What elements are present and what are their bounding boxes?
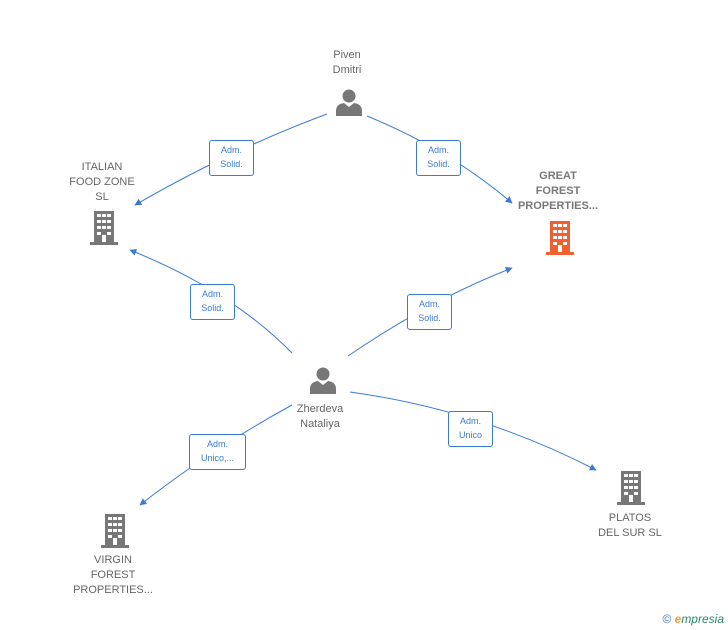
edge-label-zherdeva-virgin[interactable]: Adm. Unico,...	[189, 434, 246, 470]
edge-label-piven-great[interactable]: Adm. Solid.	[416, 140, 461, 176]
node-label-great-forest[interactable]: GREAT FOREST PROPERTIES...	[517, 170, 599, 212]
building-icon[interactable]	[615, 471, 647, 505]
building-icon[interactable]	[88, 211, 120, 245]
empresia-logo[interactable]: empresia	[674, 612, 724, 626]
building-icon-highlighted[interactable]	[544, 221, 576, 255]
person-icon[interactable]	[308, 366, 338, 396]
node-label-zherdeva[interactable]: Zherdeva Nataliya	[296, 403, 344, 430]
node-label-virgin-forest[interactable]: VIRGIN FOREST PROPERTIES...	[73, 554, 153, 596]
edge-label-piven-italian[interactable]: Adm. Solid.	[209, 140, 254, 176]
node-label-piven[interactable]: Piven Dmitri	[332, 49, 362, 76]
building-icon[interactable]	[99, 514, 131, 548]
node-label-italian[interactable]: ITALIAN FOOD ZONE SL	[69, 161, 135, 203]
edge-label-zherdeva-italian[interactable]: Adm. Solid.	[190, 284, 235, 320]
edge-label-zherdeva-great[interactable]: Adm. Solid.	[407, 294, 452, 330]
copyright-notice: © empresia	[662, 612, 724, 626]
person-icon[interactable]	[334, 88, 364, 118]
node-label-platos[interactable]: PLATOS DEL SUR SL	[598, 512, 662, 539]
copyright-icon: ©	[662, 612, 672, 626]
edge-label-zherdeva-platos[interactable]: Adm. Unico	[448, 411, 493, 447]
